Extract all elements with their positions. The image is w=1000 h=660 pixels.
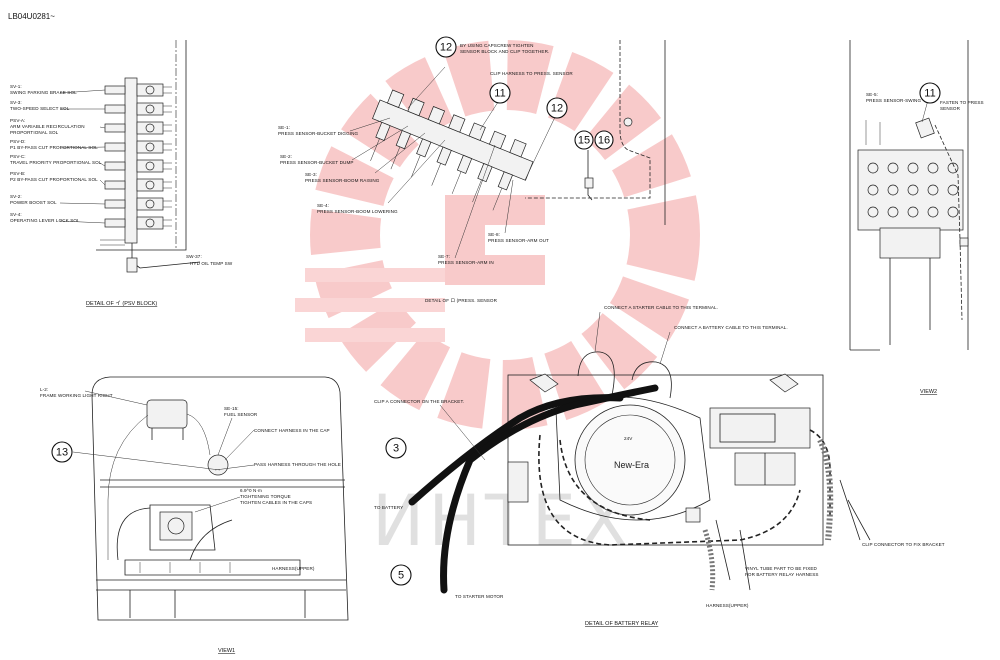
callout-number-5: 11 — [924, 88, 935, 100]
callout-number-4: 16 — [598, 135, 610, 147]
relay-harness-upper: HARNESS(UPPER) — [706, 603, 749, 608]
psv-desc2-2: PROPORTIONAL SOL — [10, 130, 59, 135]
press-desc-3: PRESS SENSOR-BOOM LOWERING — [317, 209, 398, 214]
callout-circle-3 — [574, 130, 594, 150]
psv-desc-1: TWO-SPEED SELECT SOL — [10, 106, 70, 111]
psv-code-7: SV-4: — [10, 212, 22, 217]
clip-bracket-note: CLIP A CONNECTOR ON THE BRACKET. — [374, 399, 464, 404]
callout-circle-8 — [390, 564, 412, 586]
press-desc-0: PRESS SENSOR-BUCKET DIGGING — [278, 131, 359, 136]
press-code-4: SE-8: — [488, 232, 500, 237]
psv-desc-6: POWER BOOST SOL — [10, 200, 57, 205]
callout-circle-4 — [594, 130, 614, 150]
callout-circle-0 — [435, 36, 457, 58]
press-desc-2: PRESS SENSOR-BOOM RAISING — [305, 178, 380, 183]
psv-desc-3: P1 BY-PASS CUT PROPORTIONAL SOL — [10, 145, 98, 150]
callout-circle-7 — [385, 437, 407, 459]
callout-number-0: 12 — [440, 42, 452, 54]
psv-desc-0: SWING PARKING BRAKE SOL — [10, 90, 77, 95]
psv-desc-7: OPERATING LEVER LOCK SOL — [10, 218, 80, 223]
press-sensor-detail — [370, 40, 666, 225]
view1-caption: VIEW1 — [218, 648, 235, 654]
relay-brand: New-Era — [614, 460, 649, 470]
psv-code-5: PSV-B: — [10, 171, 25, 176]
callout-number-1: 11 — [494, 88, 505, 100]
pass-harness-note: PASS HARNESS THROUGH THE HOLE — [254, 462, 341, 467]
torque-label: TIGHTENING TORQUE — [240, 494, 291, 499]
torque-value: 6.9^0 N·m — [240, 488, 262, 493]
relay-caption: DETAIL OF BATTERY RELAY — [585, 621, 659, 627]
psv-solenoid-stack — [104, 77, 172, 244]
psv-desc-4: TRAVEL PRIORITY PROPORTIONAL SOL — [10, 160, 102, 165]
callout-number-7: 3 — [393, 443, 399, 455]
psv-code-2: PSV-A: — [10, 118, 25, 123]
psv-desc-2: ARM VARIABLE RECIRCULATION — [10, 124, 85, 129]
psv-code-3: PSV-D: — [10, 139, 26, 144]
connect-harness-note: CONNECT HARNESS IN THE CAP — [254, 428, 330, 433]
press-code-2: SE-3: — [305, 172, 317, 177]
se5-desc: PRESS SENSOR-SWING — [866, 98, 921, 103]
torque-note: TIGHTEN CABLES IN THE CAPS — [240, 500, 312, 505]
callout-number-2: 12 — [551, 103, 563, 115]
se15-desc: FUEL SENSOR — [224, 412, 258, 417]
sw37-desc: HYD OIL TEMP SW — [190, 261, 233, 266]
press-desc-5: PRESS SENSOR-ARM IN — [438, 260, 494, 265]
press-labels: SE-1:PRESS SENSOR-BUCKET DIGGINGSE-2:PRE… — [278, 125, 549, 265]
sensor-manifold — [370, 89, 534, 211]
callout-circle-5 — [919, 82, 941, 104]
se15-code: SE-15: — [224, 406, 239, 411]
callout-circle-6 — [51, 441, 73, 463]
view1-drawing — [91, 376, 349, 621]
callout-circle-1 — [489, 82, 511, 104]
se5-code: SE-5: — [866, 92, 878, 97]
callout-circle-2 — [546, 97, 568, 119]
press-code-0: SE-1: — [278, 125, 290, 130]
psv-code-6: SV-2: — [10, 194, 22, 199]
psv-desc-5: P2 BY-PASS CUT PROPORTIONAL SOL — [10, 177, 98, 182]
note12-line2: SENSOR BLOCK AND CLIP TOGETHER. — [460, 49, 549, 54]
clip-fix-note: CLIP CONNECTOR TO FIX BRACKET — [862, 542, 945, 547]
view2-caption: VIEW2 — [920, 389, 937, 395]
press-code-3: SE-4: — [317, 203, 329, 208]
psv-code-1: SV-3: — [10, 100, 22, 105]
vinyl-line1: VINYL TUBE PART TO BE FIXED — [745, 566, 818, 571]
watermark-text: ИНТЕХ — [372, 480, 632, 562]
psv-labels: SV-1:SWING PARKING BRAKE SOL SV-3:TWO-SPE… — [10, 84, 106, 224]
battery-relay-drawing: 24V New-Era — [408, 351, 871, 594]
callout-markers: 12 11 12 15 16 11 13 3 5 — [51, 36, 941, 586]
starter-terminal-note: CONNECT A STARTER CABLE TO THIS TERMINAL… — [604, 305, 718, 310]
to-starter-label: TO STARTER MOTOR — [455, 594, 504, 599]
view2-drawing — [849, 40, 969, 351]
press-desc-1: PRESS SENSOR-BUCKET DUMP — [280, 160, 354, 165]
watermark-logo — [295, 40, 700, 430]
note12-line1: BY USING CAPSCREW TIGHTEN — [460, 43, 534, 48]
doc-code: LB04U0281~ — [8, 12, 55, 21]
view1-harness-upper: HARNESS(UPPER) — [272, 566, 315, 571]
callout-number-6: 13 — [56, 447, 68, 459]
callout-number-3: 15 — [578, 135, 590, 147]
sw37-code: SW-37: — [186, 254, 202, 259]
fasten-line1: FASTEN TO PRESS — [940, 100, 984, 105]
clip-harness-note: CLIP HARNESS TO PRESS. SENSOR — [490, 71, 573, 76]
press-code-5: SE-7: — [438, 254, 450, 259]
battery-terminal-note: CONNECT A BATTERY CABLE TO THIS TERMINAL… — [674, 325, 788, 330]
psv-code-0: SV-1: — [10, 84, 22, 89]
relay-voltage: 24V — [624, 436, 633, 441]
callout-number-8: 5 — [398, 570, 404, 582]
psv-caption: DETAIL OF イ (PSV BLOCK) — [86, 301, 157, 307]
l2-code: L-2: — [40, 387, 48, 392]
press-caption: DETAIL OF ロ (PRESS. SENSOR — [425, 298, 498, 303]
l2-desc: FRAME WORKING LIGHT RIGHT — [40, 393, 113, 398]
press-desc-4: PRESS SENSOR-ARM OUT — [488, 238, 549, 243]
vinyl-line2: FOR BATTERY RELAY HARNESS — [745, 572, 819, 577]
press-code-1: SE-2: — [280, 154, 292, 159]
psv-block-detail — [96, 40, 201, 273]
psv-code-4: PSV-C: — [10, 154, 26, 159]
to-battery-label: TO BATTERY — [374, 505, 403, 510]
fasten-line2: SENSOR — [940, 106, 961, 111]
